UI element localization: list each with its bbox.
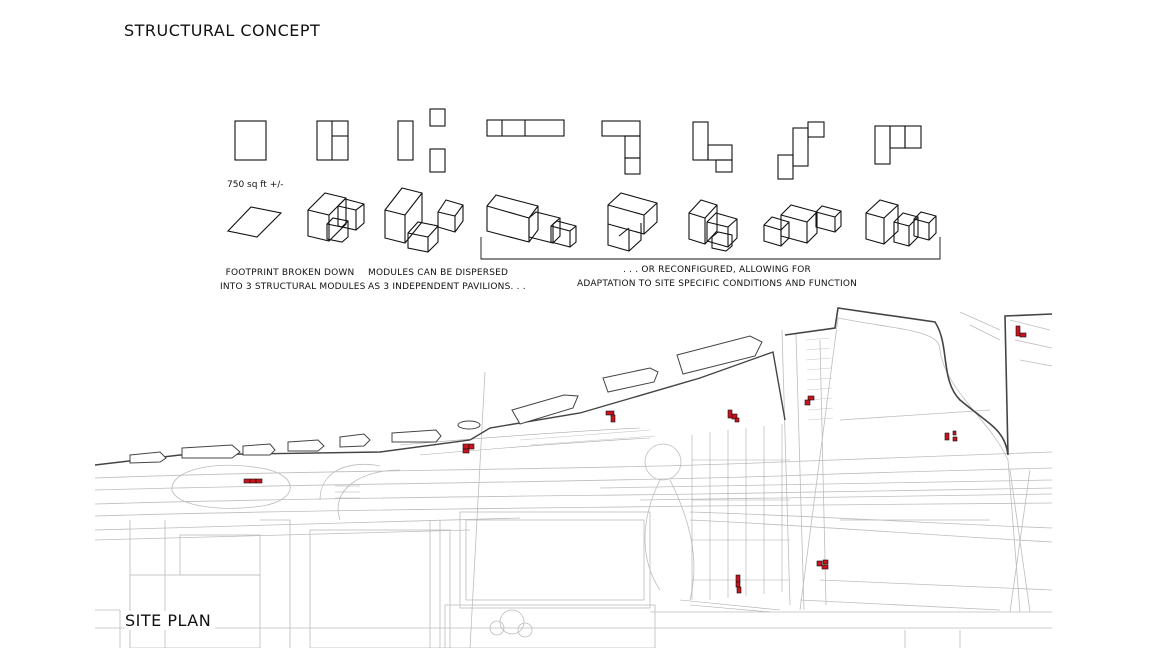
boat xyxy=(511,394,579,425)
axo-offset xyxy=(865,199,937,247)
plan-dispersed xyxy=(397,108,446,173)
reconfigured-bracket xyxy=(480,237,941,260)
caption-footprint: FOOTPRINT BROKEN DOWN INTO 3 STRUCTURAL … xyxy=(220,268,366,292)
axo-steps xyxy=(763,204,842,247)
plan-steps xyxy=(777,121,825,180)
concept-diagrams xyxy=(226,108,941,260)
axo-three-modules xyxy=(307,192,365,243)
axo-footprint xyxy=(226,206,283,238)
boat xyxy=(602,367,659,393)
axo-row xyxy=(486,194,577,248)
plan-row xyxy=(486,119,565,137)
plan-offset xyxy=(874,125,922,165)
area-label: 750 sq ft +/- xyxy=(227,180,284,190)
axo-dispersed xyxy=(384,187,464,253)
boat xyxy=(391,429,442,443)
caption-dispersed: MODULES CAN BE DISPERSED AS 3 INDEPENDEN… xyxy=(368,268,526,292)
plan-footprint xyxy=(234,120,267,161)
boat xyxy=(242,443,276,456)
site-plan-title: SITE PLAN xyxy=(125,611,216,630)
plan-stagger xyxy=(692,121,733,173)
boat xyxy=(129,451,167,464)
boat xyxy=(287,439,325,452)
boat xyxy=(676,335,763,375)
caption-reconfigured: . . . OR RECONFIGURED, ALLOWING FOR ADAP… xyxy=(577,265,858,289)
plan-l-shape xyxy=(601,120,641,175)
pavilion-markers xyxy=(243,325,1027,594)
axo-stagger xyxy=(688,199,738,252)
axo-l-shape xyxy=(607,192,658,252)
page-title: STRUCTURAL CONCEPT xyxy=(124,21,321,40)
boat xyxy=(181,444,241,459)
plan-split xyxy=(316,120,349,161)
boat xyxy=(339,433,371,448)
